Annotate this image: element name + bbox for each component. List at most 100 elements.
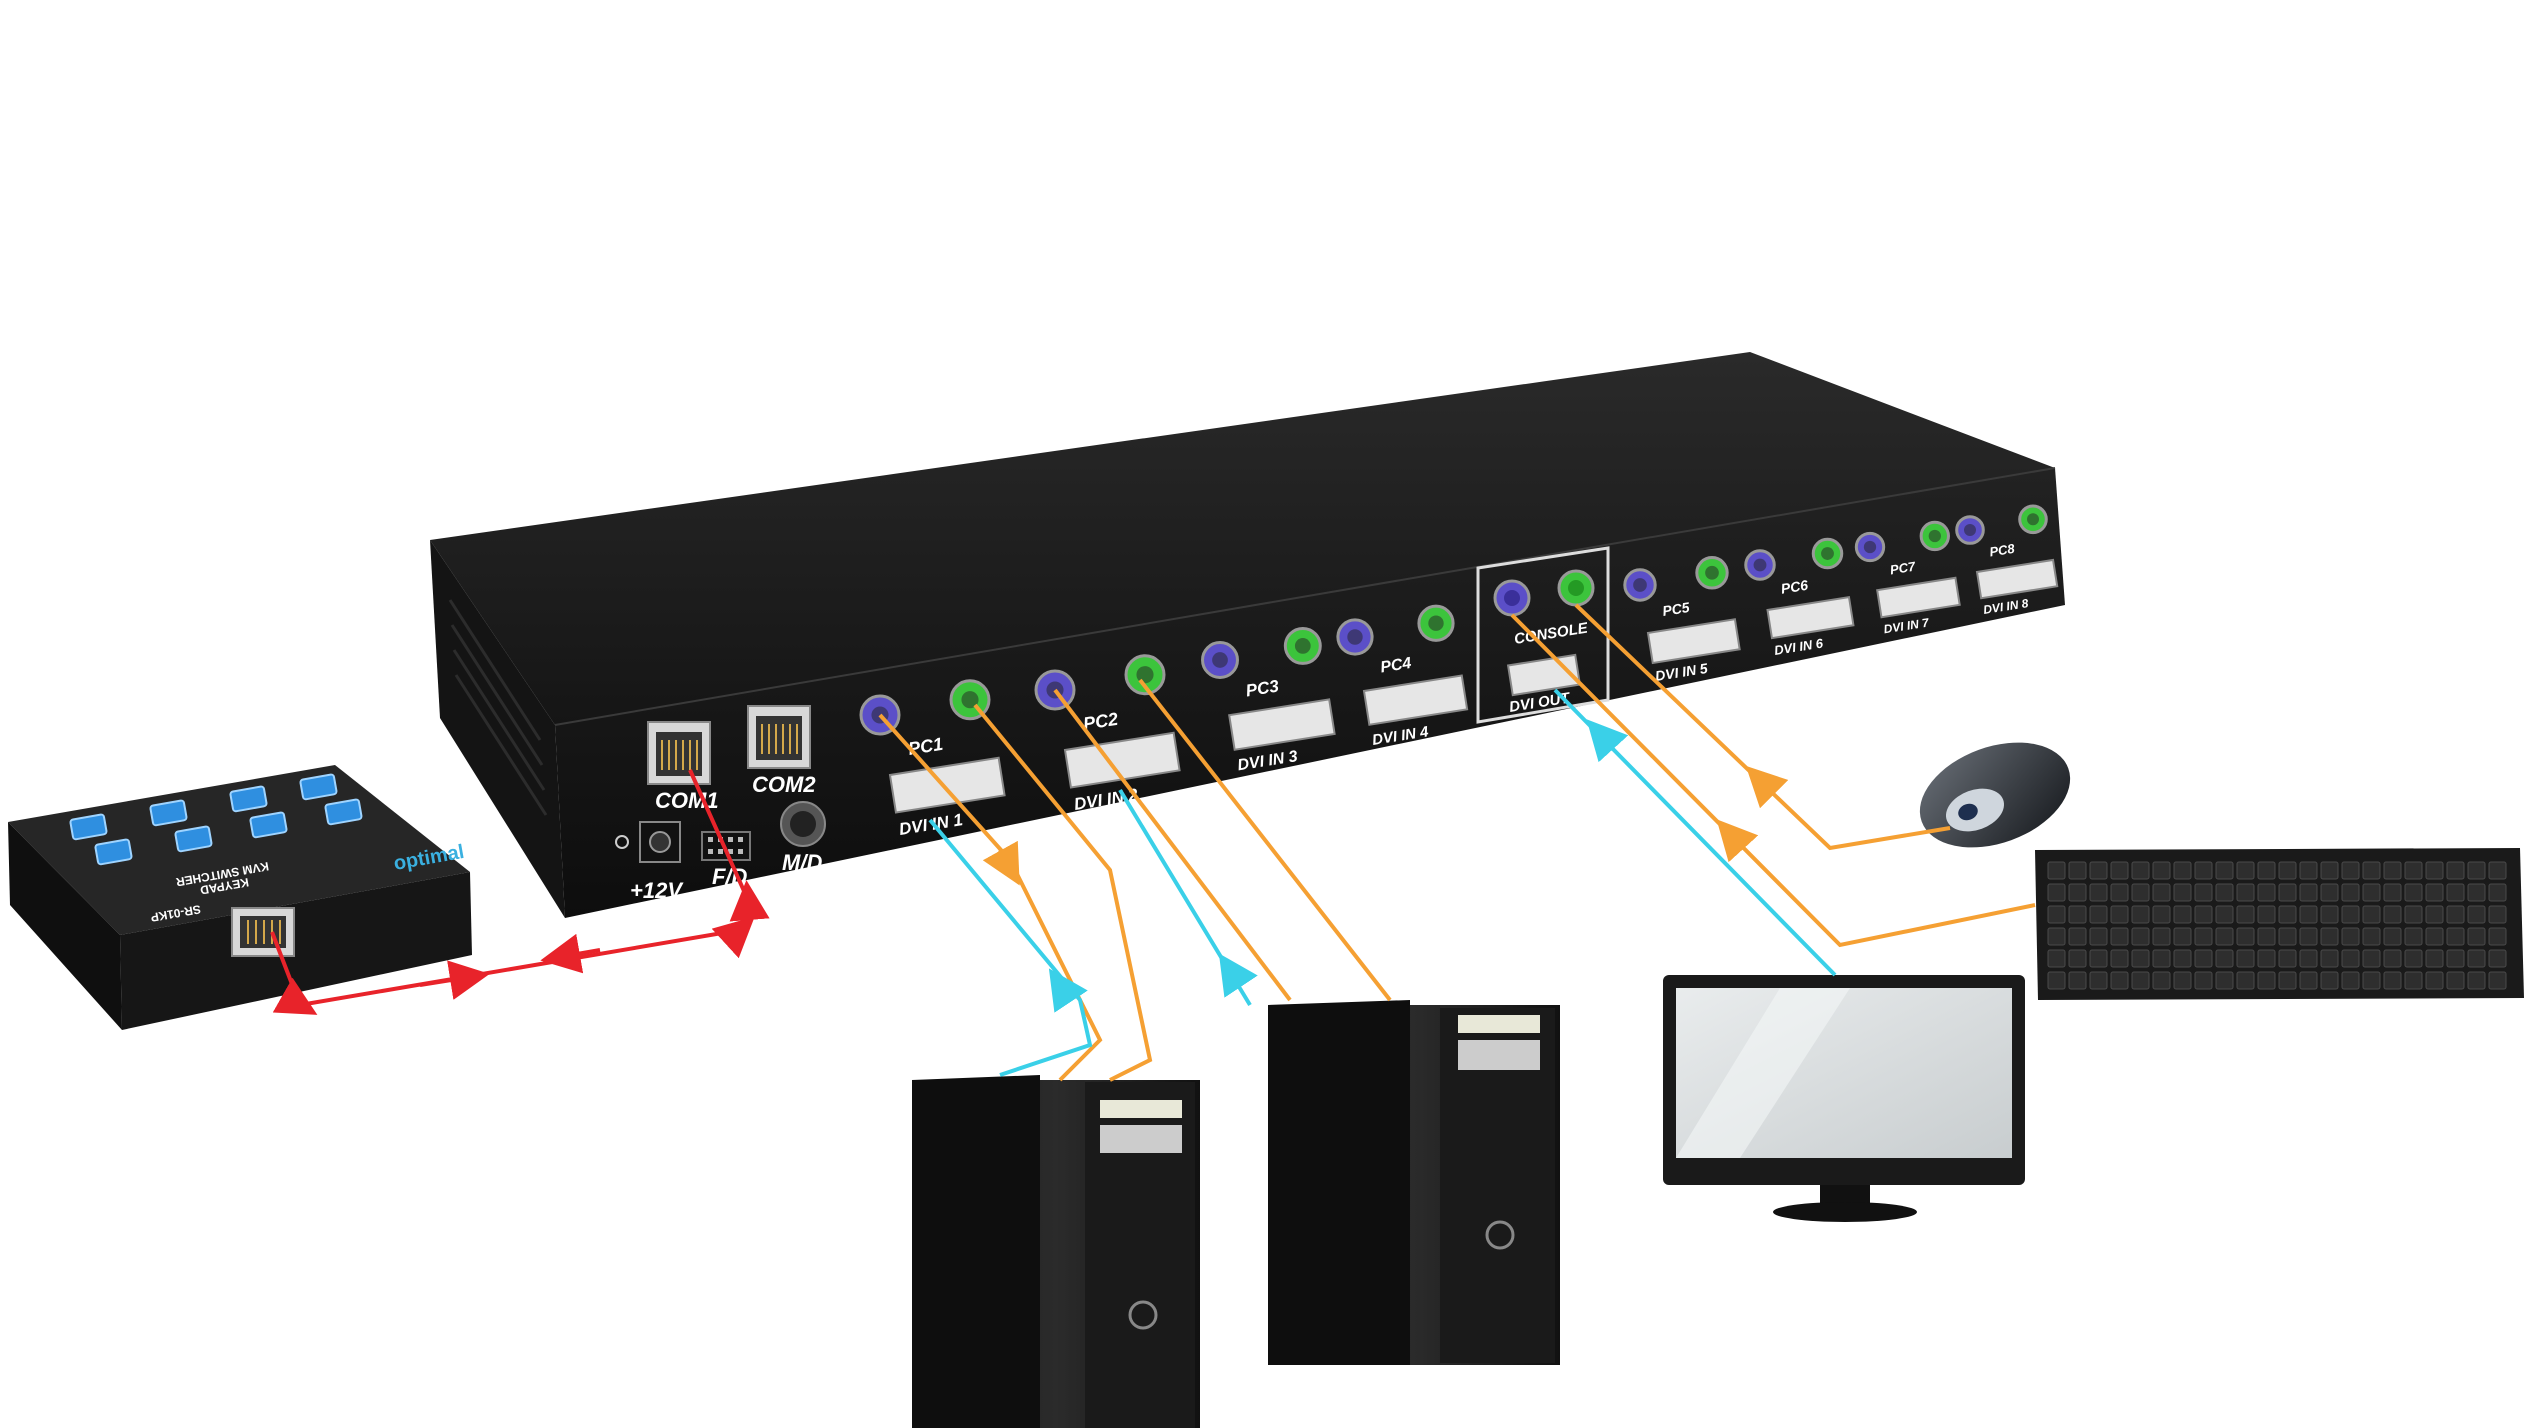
keyboard-key [2152, 861, 2171, 880]
keyboard-key [2089, 971, 2108, 990]
keyboard-key [2446, 905, 2465, 924]
switch-left-side [430, 540, 565, 918]
keypad-button-pc4[interactable] [299, 773, 338, 801]
keyboard-key [2383, 883, 2402, 902]
keyboard-key [2341, 949, 2360, 968]
keypad: optimal KVM SWITCHER KEYPAD SR-01KP [8, 765, 472, 1030]
pc-label: PC4 [1379, 655, 1413, 677]
keyboard-key [2383, 927, 2402, 946]
keypad-button-pc6[interactable] [174, 825, 213, 853]
kvm-switch: COM1 COM2 +12V F/D [430, 352, 2065, 918]
keyboard-key [2404, 927, 2423, 946]
keyboard-key [2068, 861, 2087, 880]
keyboard-key [2047, 971, 2066, 990]
keyboard-key [2152, 949, 2171, 968]
keyboard-key [2362, 927, 2381, 946]
dvi-port [1646, 618, 1741, 665]
keypad-button-pc2[interactable] [149, 799, 188, 827]
keyboard-key [2383, 905, 2402, 924]
md-port: M/D [780, 801, 826, 875]
switch-top [430, 352, 2055, 725]
keyboard-key [2194, 971, 2213, 990]
keyboard-key [2467, 861, 2486, 880]
keyboard-key [2110, 971, 2129, 990]
keyboard-key [2341, 927, 2360, 946]
keyboard-key [2278, 861, 2297, 880]
keyboard-key [2404, 883, 2423, 902]
keyboard-key [2194, 949, 2213, 968]
pc-label: PC5 [1661, 599, 1691, 619]
keyboard-key [2194, 883, 2213, 902]
keyboard-key [2257, 949, 2276, 968]
keypad-button-pc1[interactable] [69, 813, 108, 841]
cable-pc2-kb [1053, 688, 1292, 1002]
keyboard-key [2467, 883, 2486, 902]
keyboard-key [2131, 927, 2150, 946]
keyboard-key [2467, 927, 2486, 946]
keyboard-keys [2047, 861, 2507, 990]
dvi-port [1766, 595, 1855, 640]
keypad-button-pc7[interactable] [249, 811, 288, 839]
cable-pc1-kb [878, 713, 1103, 1082]
cable-pc1-mouse [973, 703, 1153, 1082]
keyboard-key [2404, 971, 2423, 990]
keyboard-key [2299, 905, 2318, 924]
keyboard-key [2257, 905, 2276, 924]
keyboard-key [2173, 861, 2192, 880]
keyboard-key [2194, 905, 2213, 924]
mouse [1919, 742, 2071, 848]
keyboard-key [2215, 971, 2234, 990]
keyboard-key [2173, 971, 2192, 990]
cable-pc1-dvi [928, 818, 1093, 1077]
keyboard-key [2383, 949, 2402, 968]
cable-pc2-mouse [1138, 678, 1392, 1002]
keyboard-key [2152, 883, 2171, 902]
keyboard-key [2320, 861, 2339, 880]
keyboard-key [2278, 927, 2297, 946]
keyboard-key [2467, 949, 2486, 968]
keypad-button-pc8[interactable] [324, 798, 363, 826]
keyboard-key [2299, 971, 2318, 990]
keyboard-key [2362, 861, 2381, 880]
keyboard-key [2299, 861, 2318, 880]
power-label: +12V [630, 878, 684, 903]
keyboard-key [2446, 883, 2465, 902]
keyboard-key [2215, 905, 2234, 924]
keyboard-key [2320, 927, 2339, 946]
keyboard-key [2425, 949, 2444, 968]
keyboard-key [2110, 883, 2129, 902]
keyboard-key [2299, 949, 2318, 968]
com1-port: COM1 [647, 721, 719, 813]
keyboard-key [2383, 861, 2402, 880]
keyboard-key [2446, 949, 2465, 968]
keyboard-key [2425, 883, 2444, 902]
monitor [1663, 975, 2025, 1222]
console-port-group: CONSOLE DVI OUT [1476, 546, 1610, 724]
keyboard-key [2047, 927, 2066, 946]
keyboard-key [2257, 971, 2276, 990]
computer-2 [1268, 1000, 1560, 1365]
keyboard-key [2047, 861, 2066, 880]
keyboard-key [2173, 883, 2192, 902]
keyboard-key [2215, 949, 2234, 968]
keypad-button-pc3[interactable] [229, 785, 268, 813]
keyboard-key [2404, 949, 2423, 968]
keypad-rj-port [231, 907, 295, 957]
keyboard-key [2320, 971, 2339, 990]
keyboard-key [2068, 883, 2087, 902]
keyboard-key [2404, 905, 2423, 924]
keyboard-key [2278, 905, 2297, 924]
cable-console-mouse [1574, 603, 1951, 851]
keyboard-key [2362, 949, 2381, 968]
keyboard-key [2236, 949, 2255, 968]
keypad-button-pc5[interactable] [94, 838, 133, 866]
keyboard-key [2215, 927, 2234, 946]
keyboard-key [2173, 905, 2192, 924]
cable-console-kb [1510, 613, 2036, 948]
keyboard-key [2047, 949, 2066, 968]
keyboard-key [2299, 883, 2318, 902]
